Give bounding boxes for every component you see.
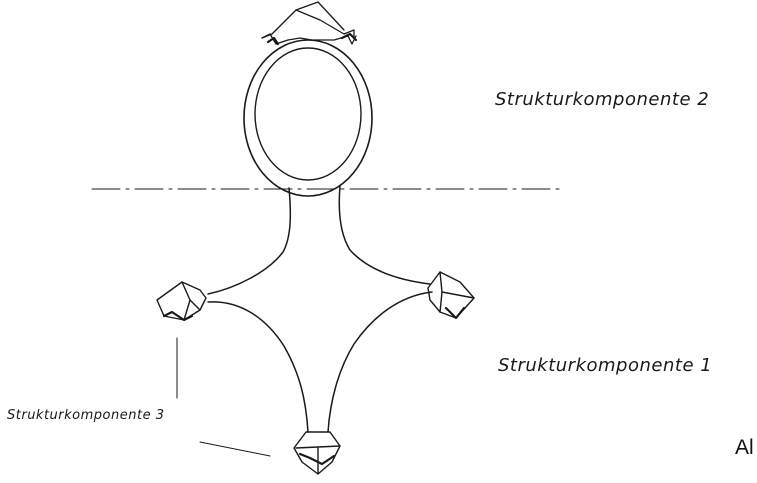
ring-outer bbox=[243, 39, 373, 197]
label-structure-component-3: Strukturkomponente 3 bbox=[7, 408, 165, 423]
crown-top bbox=[261, 1, 358, 46]
knob-bottom bbox=[293, 431, 341, 475]
central-body bbox=[207, 185, 433, 433]
leader-line-diagonal bbox=[199, 441, 271, 457]
knob-left bbox=[156, 281, 207, 322]
label-structure-component-1: Strukturkomponente 1 bbox=[498, 355, 713, 376]
ring-inner bbox=[254, 47, 362, 181]
label-structure-component-2: Strukturkomponente 2 bbox=[495, 89, 710, 110]
cut-off-caption-text: Al bbox=[735, 436, 754, 459]
knob-right bbox=[427, 271, 475, 320]
